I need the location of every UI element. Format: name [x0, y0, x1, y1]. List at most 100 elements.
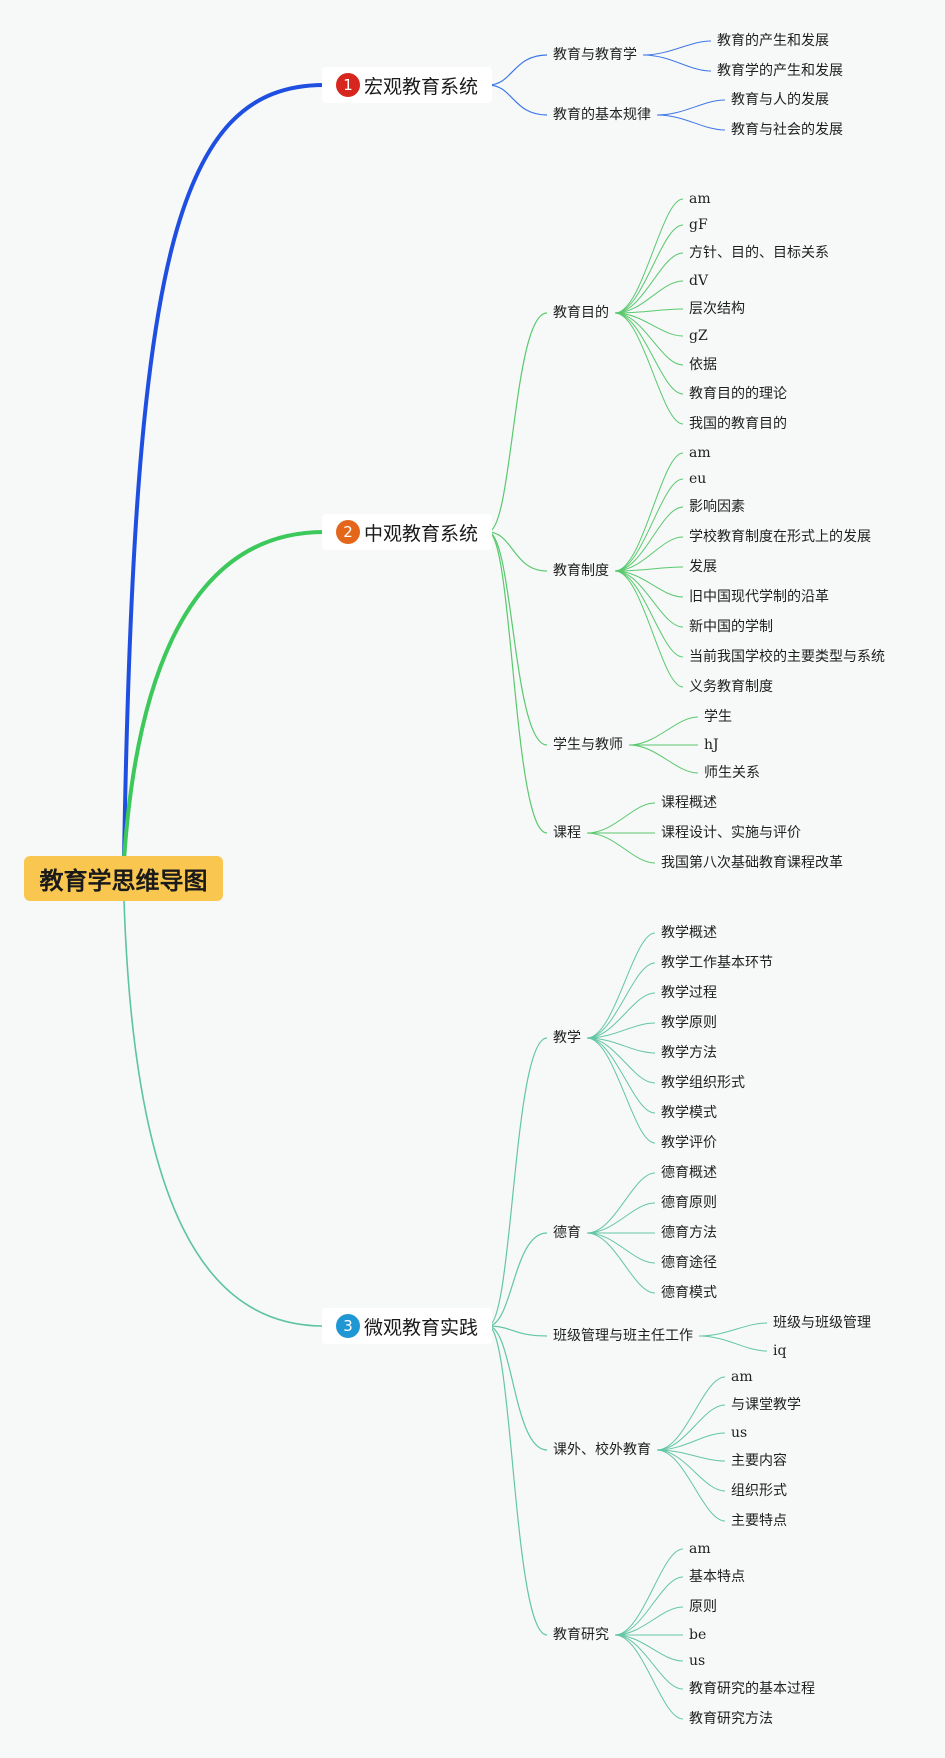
leaf-node[interactable]: 与课堂教学: [731, 1397, 801, 1413]
subtopic-node[interactable]: 教育目的: [553, 305, 609, 321]
sub-connector: [487, 1325, 548, 1451]
leaf-node[interactable]: 教学工作基本环节: [661, 955, 773, 971]
subtopic-node[interactable]: 班级管理与班主任工作: [553, 1328, 693, 1344]
leaf-node[interactable]: 义务教育制度: [689, 679, 773, 695]
leaf-node[interactable]: am: [731, 1369, 753, 1385]
leaf-node[interactable]: 教学概述: [661, 925, 717, 941]
subtopic-node[interactable]: 教育与教育学: [553, 47, 637, 63]
subtopic-node[interactable]: 德育: [553, 1225, 581, 1241]
subtopic-node[interactable]: 学生与教师: [553, 737, 623, 753]
leaf-connector: [614, 1606, 684, 1636]
sub-connector: [487, 531, 548, 572]
leaf-node[interactable]: 新中国的学制: [689, 619, 773, 635]
subtopic-node[interactable]: 课程: [553, 825, 581, 841]
leaf-connector: [586, 832, 656, 864]
sub-connector: [487, 312, 548, 533]
leaf-node[interactable]: us: [731, 1425, 748, 1441]
leaf-node[interactable]: 课程设计、实施与评价: [661, 825, 801, 841]
leaf-node[interactable]: 层次结构: [689, 301, 745, 317]
subtopic-node[interactable]: 课外、校外教育: [553, 1442, 651, 1458]
leaf-connector: [586, 1037, 656, 1144]
leaf-node[interactable]: 影响因素: [689, 499, 745, 515]
leaf-node[interactable]: gF: [689, 217, 708, 233]
leaf-node[interactable]: 教育与人的发展: [731, 92, 829, 108]
leaf-node[interactable]: 基本特点: [689, 1569, 745, 1585]
leaf-node[interactable]: iq: [773, 1343, 787, 1359]
leaf-connector: [586, 932, 656, 1039]
subtopic-node[interactable]: 教育研究: [553, 1627, 609, 1643]
sub-connector: [487, 531, 548, 834]
leaf-node[interactable]: 组织形式: [731, 1483, 787, 1499]
branch-micro[interactable]: 3 微观教育实践: [322, 1308, 493, 1344]
leaf-node[interactable]: 教学模式: [661, 1105, 717, 1121]
leaf-node[interactable]: 主要内容: [731, 1453, 787, 1469]
leaf-node[interactable]: 师生关系: [704, 765, 760, 781]
leaf-connector: [656, 1376, 726, 1451]
leaf-connector: [614, 1634, 684, 1662]
leaf-connector: [614, 1634, 684, 1690]
leaf-connector: [656, 1449, 726, 1492]
leaf-node[interactable]: 依据: [689, 357, 717, 373]
leaf-node[interactable]: 旧中国现代学制的沿革: [689, 589, 829, 605]
leaf-connector: [614, 570, 684, 598]
root-node[interactable]: 教育学思维导图: [24, 856, 223, 901]
leaf-connector: [614, 566, 684, 572]
subtopic-node[interactable]: 教育制度: [553, 563, 609, 579]
subtopic-node[interactable]: 教育的基本规律: [553, 107, 651, 123]
leaf-node[interactable]: eu: [689, 471, 707, 487]
leaf-node[interactable]: 教学评价: [661, 1135, 717, 1151]
leaf-node[interactable]: 教学方法: [661, 1045, 717, 1061]
leaf-node[interactable]: 教育研究方法: [689, 1711, 773, 1727]
leaf-node[interactable]: 教育的产生和发展: [717, 33, 829, 49]
leaf-node[interactable]: 学校教育制度在形式上的发展: [689, 529, 871, 545]
leaf-node[interactable]: hJ: [704, 737, 719, 753]
leaf-connector: [614, 308, 684, 314]
branch-macro[interactable]: 1 宏观教育系统: [322, 67, 493, 103]
leaf-connector: [614, 1634, 684, 1720]
leaf-node[interactable]: 教育研究的基本过程: [689, 1681, 815, 1697]
leaf-node[interactable]: 教育与社会的发展: [731, 122, 843, 138]
leaf-node[interactable]: 教学过程: [661, 985, 717, 1001]
leaf-connector: [656, 114, 726, 131]
leaf-node[interactable]: 教学原则: [661, 1015, 717, 1031]
leaf-node[interactable]: 德育模式: [661, 1285, 717, 1301]
leaf-connector: [614, 570, 684, 658]
leaf-node[interactable]: 教学组织形式: [661, 1075, 745, 1091]
leaf-node[interactable]: 德育概述: [661, 1165, 717, 1181]
leaf-connector: [698, 1335, 768, 1352]
leaf-node[interactable]: 发展: [689, 559, 717, 575]
leaf-connector: [586, 1037, 656, 1054]
leaf-node[interactable]: 德育方法: [661, 1225, 717, 1241]
leaf-node[interactable]: 我国的教育目的: [689, 416, 787, 432]
leaf-node[interactable]: 教育学的产生和发展: [717, 63, 843, 79]
branch-meso[interactable]: 2 中观教育系统: [322, 514, 493, 550]
leaf-node[interactable]: dV: [689, 273, 709, 289]
leaf-node[interactable]: 方针、目的、目标关系: [689, 245, 829, 261]
leaf-connector: [656, 1404, 726, 1451]
leaf-connector: [586, 962, 656, 1039]
leaf-node[interactable]: 课程概述: [661, 795, 717, 811]
subtopic-node[interactable]: 教学: [553, 1030, 581, 1046]
leaf-node[interactable]: 德育原则: [661, 1195, 717, 1211]
leaf-connector: [586, 1037, 656, 1084]
number-badge: 1: [336, 73, 360, 97]
leaf-node[interactable]: am: [689, 1541, 711, 1557]
leaf-node[interactable]: am: [689, 191, 711, 207]
leaf-node[interactable]: 班级与班级管理: [773, 1315, 871, 1331]
leaf-node[interactable]: 原则: [689, 1599, 717, 1615]
leaf-node[interactable]: 教育目的的理论: [689, 386, 787, 402]
leaf-node[interactable]: us: [689, 1653, 706, 1669]
leaf-node[interactable]: am: [689, 445, 711, 461]
leaf-node[interactable]: 学生: [704, 709, 732, 725]
leaf-connector: [614, 280, 684, 314]
leaf-connector: [614, 252, 684, 314]
leaf-node[interactable]: 德育途径: [661, 1255, 717, 1271]
leaf-node[interactable]: be: [689, 1627, 707, 1643]
leaf-connector: [586, 1232, 656, 1264]
leaf-node[interactable]: gZ: [689, 328, 708, 344]
leaf-connector: [614, 506, 684, 572]
leaf-node[interactable]: 主要特点: [731, 1513, 787, 1529]
leaf-node[interactable]: 我国第八次基础教育课程改革: [661, 855, 843, 871]
leaf-node[interactable]: 当前我国学校的主要类型与系统: [689, 649, 885, 665]
